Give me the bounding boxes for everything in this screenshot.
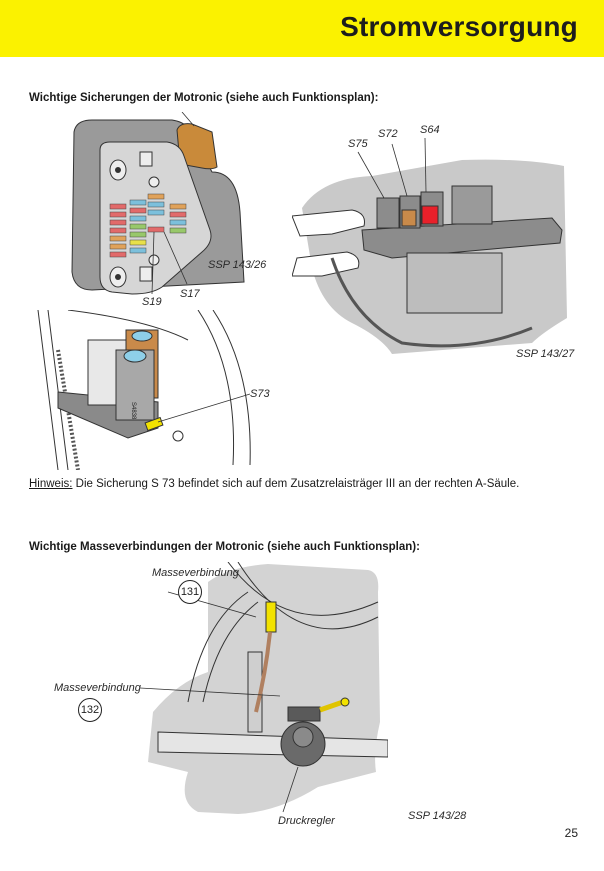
figure-caption: SSP 143/26 <box>208 259 267 271</box>
fuse-label-s72: S72 <box>378 128 398 140</box>
fuse-label-s64: S64 <box>420 124 440 136</box>
figure-fuse-box: S19 S17 SSP 143/26 <box>62 112 272 308</box>
note-label: Hinweis: <box>29 478 73 490</box>
figure-relay-carrier-iii: S4838 S73 <box>28 310 278 470</box>
fuse-label-s19: S19 <box>142 296 162 308</box>
note: Hinweis: Die Sicherung S 73 befindet sic… <box>29 478 519 490</box>
page-title: Stromversorgung <box>340 11 578 42</box>
fuse-s64 <box>421 205 439 225</box>
fuse-label-s17: S17 <box>180 288 200 300</box>
callout-leader-132 <box>140 687 280 697</box>
callout-label-132: Masseverbindung <box>54 682 141 694</box>
header-band: Stromversorgung <box>0 0 604 57</box>
figure-caption: SSP 143/28 <box>408 810 467 822</box>
section-heading-ground: Wichtige Masseverbindungen der Motronic … <box>29 541 420 553</box>
fuse-grid <box>109 193 187 258</box>
figure-caption: SSP 143/27 <box>516 348 575 360</box>
note-text: Die Sicherung S 73 befindet sich auf dem… <box>72 478 520 490</box>
callout-number-131: 131 <box>178 580 202 604</box>
callout-label-131: Masseverbindung <box>152 567 239 579</box>
figure-ground-connections: Masseverbindung Druckregler SSP 143/28 <box>148 562 466 827</box>
page-number: 25 <box>564 826 578 840</box>
fuse-s72 <box>401 209 417 227</box>
relay-marking: S4838 <box>130 402 136 420</box>
fuse-label-s75: S75 <box>348 138 368 150</box>
callout-number-132: 132 <box>78 698 102 722</box>
component-label-druckregler: Druckregler <box>278 815 335 827</box>
section-heading-fuses: Wichtige Sicherungen der Motronic (siehe… <box>29 92 379 104</box>
figure-relay-carrier: S75 S72 S64 SSP 143/27 <box>292 118 577 368</box>
fuse-label-s73: S73 <box>250 388 270 400</box>
